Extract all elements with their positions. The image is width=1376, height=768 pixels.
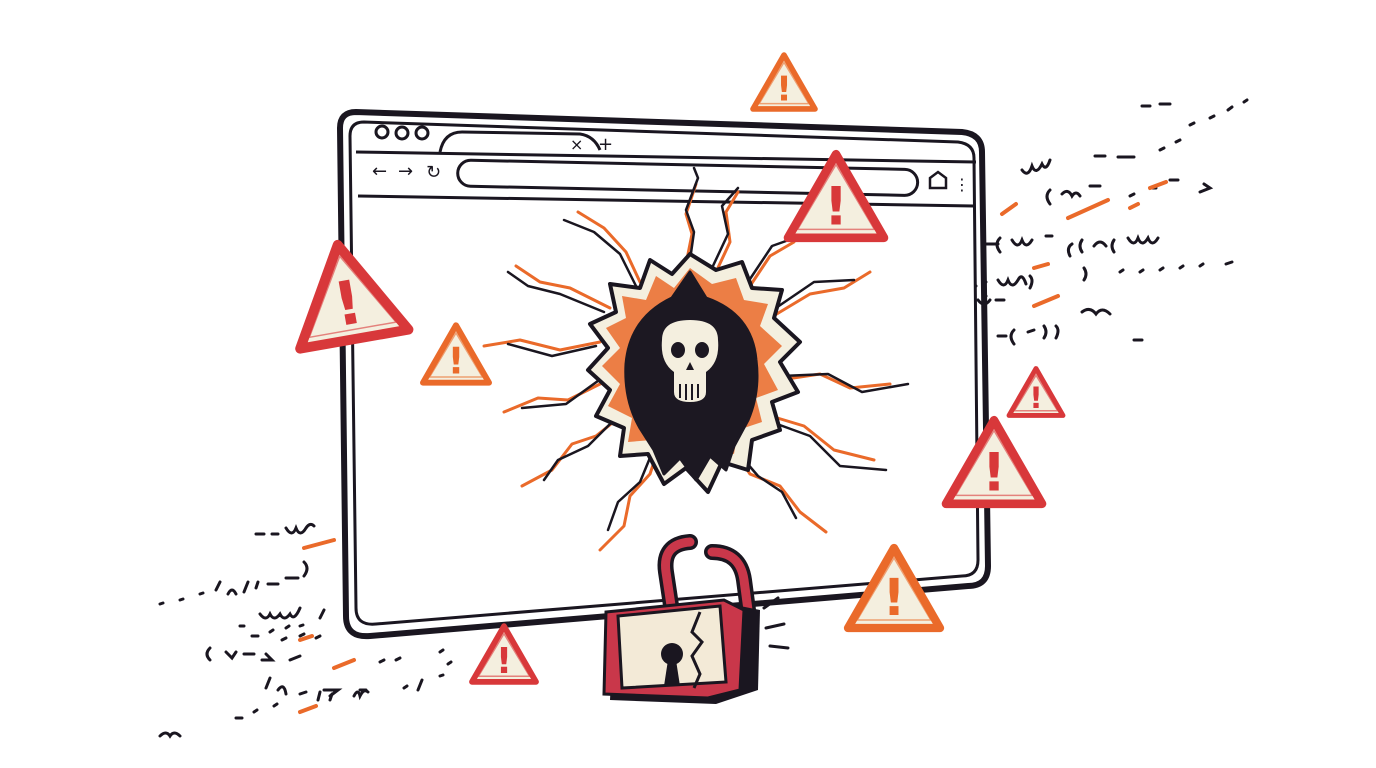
warning-triangle-icon: !: [420, 322, 492, 386]
warning-triangle-icon: !: [469, 623, 539, 685]
address-bar[interactable]: [456, 158, 920, 197]
warning-triangle-icon: !: [941, 415, 1047, 509]
warning-exclamation: !: [882, 568, 905, 627]
warning-exclamation: !: [1029, 381, 1043, 416]
browser-tab[interactable]: [438, 130, 602, 153]
warning-triangle-icon: !: [1006, 366, 1066, 418]
forward-icon[interactable]: →: [398, 161, 413, 182]
warning-exclamation: !: [824, 176, 848, 237]
window-minimize-dot[interactable]: [394, 125, 410, 141]
warning-triangle-icon: !: [783, 149, 889, 243]
skull-hood-icon: [624, 270, 759, 482]
screen-cracks: [482, 166, 910, 552]
window-close-dot[interactable]: [374, 124, 390, 140]
new-tab-icon[interactable]: +: [598, 134, 613, 155]
reload-icon[interactable]: ↻: [426, 162, 441, 183]
warning-triangle-icon: !: [295, 239, 414, 354]
warning-exclamation: !: [982, 442, 1006, 503]
warning-exclamation: !: [448, 340, 465, 383]
warning-triangle-icon: !: [843, 543, 945, 633]
window-controls[interactable]: [374, 124, 430, 141]
back-icon[interactable]: ←: [372, 161, 387, 182]
warning-exclamation: !: [776, 69, 792, 109]
tab-close-icon[interactable]: ×: [570, 135, 583, 154]
padlock-broken-icon: [602, 534, 790, 704]
window-maximize-dot[interactable]: [414, 125, 430, 141]
warning-exclamation: !: [496, 641, 512, 682]
menu-icon[interactable]: ⋮: [954, 175, 970, 194]
home-icon[interactable]: [928, 170, 948, 190]
warning-triangles: !!!!!!!!: [295, 52, 1066, 685]
warning-triangle-icon: !: [750, 52, 818, 112]
